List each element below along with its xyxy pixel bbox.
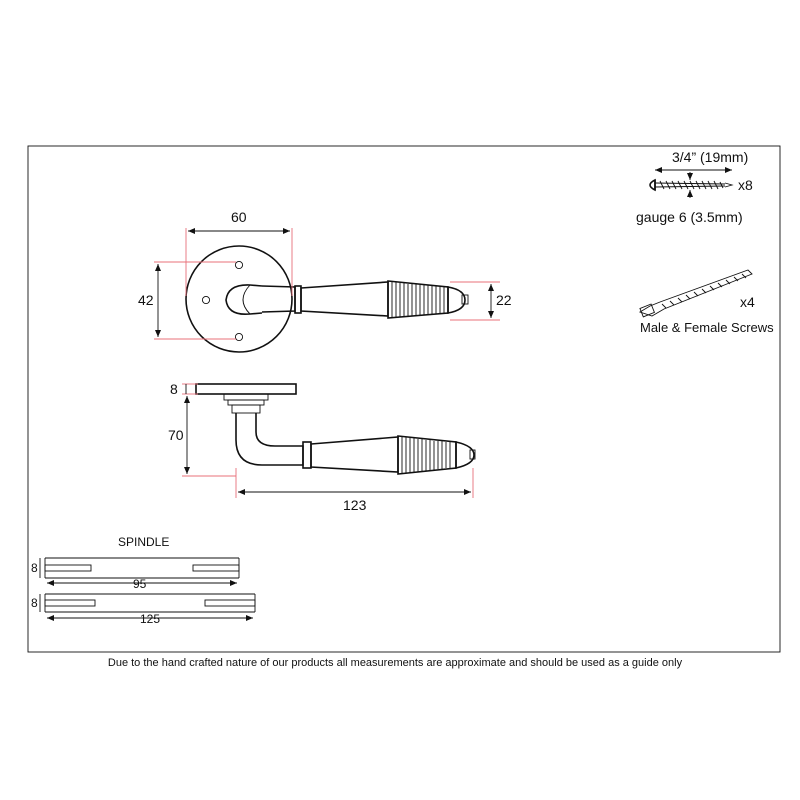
spindle-short — [44, 557, 240, 579]
screw-length-label: 3/4” (19mm) — [672, 149, 748, 165]
lever-side-view — [195, 383, 476, 475]
screw-gauge-label: gauge 6 (3.5mm) — [636, 209, 743, 225]
spindle-short-thickness: 8 — [31, 561, 38, 575]
drawing-frame — [27, 145, 781, 653]
spindle-long-length: 125 — [140, 612, 160, 626]
disclaimer-text: Due to the hand crafted nature of our pr… — [107, 657, 683, 669]
spindle-long-thickness: 8 — [31, 596, 38, 610]
lever-length-label: 123 — [343, 497, 367, 513]
bolts-quantity: x4 — [740, 294, 755, 310]
spindle-long — [44, 593, 256, 613]
wood-screw-icon — [649, 178, 734, 192]
rose-height-label: 42 — [138, 292, 154, 308]
bolts-label: Male & Female Screws — [640, 320, 774, 335]
screw-quantity: x8 — [738, 177, 753, 193]
lever-plan-view — [185, 245, 469, 353]
spindle-title: SPINDLE — [118, 535, 169, 549]
spindle-short-length: 95 — [133, 577, 147, 591]
rose-width-label: 60 — [231, 209, 247, 225]
rose-thickness-label: 8 — [170, 381, 178, 397]
threaded-bolt-icon — [638, 269, 753, 318]
projection-label: 70 — [168, 427, 184, 443]
grip-height-label: 22 — [496, 292, 512, 308]
